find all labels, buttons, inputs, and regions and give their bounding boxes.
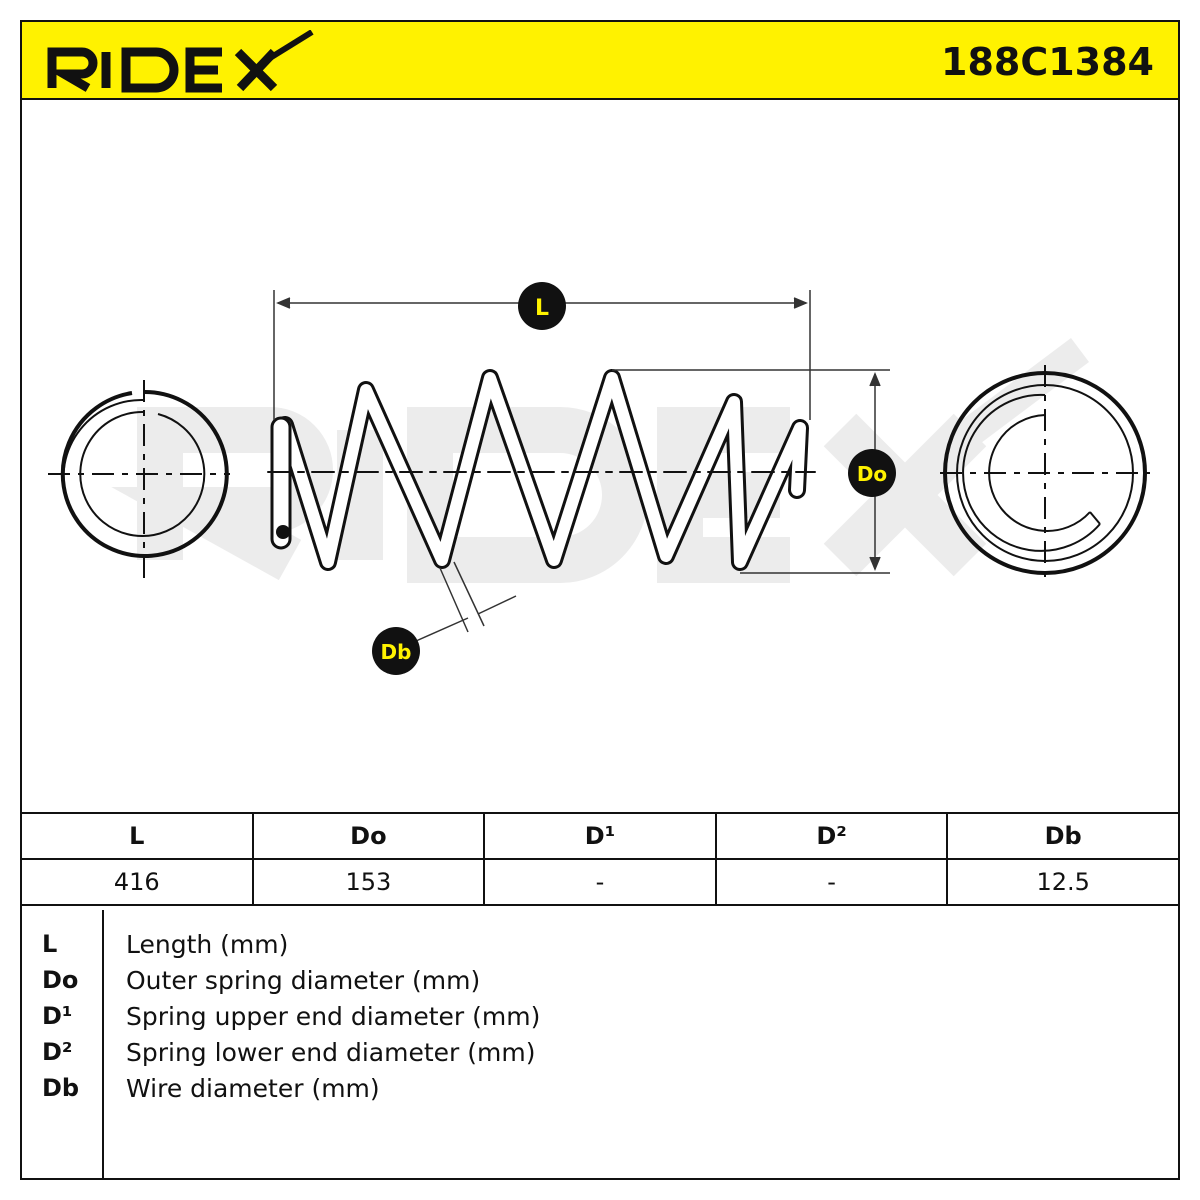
spring-drawing: L Do Db <box>48 282 1150 675</box>
left-end-view <box>48 380 230 580</box>
value-wire-diameter: 12.5 <box>946 858 1180 906</box>
wire-diameter-dimension <box>415 561 517 642</box>
header-bar: 188C1384 <box>20 20 1180 100</box>
specs-header-row: L Do D¹ D² Db <box>20 812 1180 860</box>
wire-diameter-badge: Db <box>372 627 420 675</box>
legend-item: D¹ Spring upper end diameter (mm) <box>22 1002 1122 1038</box>
legend-item: L Length (mm) <box>22 930 1122 966</box>
value-lower-end-diameter: - <box>714 858 949 906</box>
specs-table: L Do D¹ D² Db 416 153 - - 12.5 <box>20 812 1180 906</box>
legend-key: D¹ <box>42 1002 73 1030</box>
legend-item: Do Outer spring diameter (mm) <box>22 966 1122 1002</box>
legend-key: L <box>42 930 58 958</box>
part-number: 188C1384 <box>941 40 1154 84</box>
svg-text:L: L <box>535 296 549 321</box>
legend-key: D² <box>42 1038 73 1066</box>
legend-item: D² Spring lower end diameter (mm) <box>22 1038 1122 1074</box>
legend-item: Db Wire diameter (mm) <box>22 1074 1122 1110</box>
spring-coils <box>267 369 816 571</box>
legend-description: Outer spring diameter (mm) <box>126 966 481 995</box>
header-lower-end-diameter: D² <box>714 812 949 860</box>
ridex-logo <box>44 29 324 98</box>
legend-key: Db <box>42 1074 80 1102</box>
legend-box: L Length (mm) Do Outer spring diameter (… <box>20 910 1180 1180</box>
legend-divider <box>102 910 104 1178</box>
svg-text:Db: Db <box>381 640 412 664</box>
value-outer-diameter: 153 <box>251 858 486 906</box>
value-length: 416 <box>20 858 254 906</box>
legend-description: Wire diameter (mm) <box>126 1074 380 1103</box>
header-upper-end-diameter: D¹ <box>483 812 717 860</box>
length-badge: L <box>518 282 566 330</box>
outer-diameter-badge: Do <box>848 449 896 497</box>
value-upper-end-diameter: - <box>483 858 717 906</box>
right-end-view <box>940 365 1150 580</box>
header-wire-diameter: Db <box>946 812 1180 860</box>
legend-description: Length (mm) <box>126 930 289 959</box>
header-length: L <box>20 812 254 860</box>
header-outer-diameter: Do <box>251 812 486 860</box>
specs-value-row: 416 153 - - 12.5 <box>20 858 1180 906</box>
legend-description: Spring lower end diameter (mm) <box>126 1038 536 1067</box>
legend-description: Spring upper end diameter (mm) <box>126 1002 541 1031</box>
svg-text:Do: Do <box>857 462 887 486</box>
legend-key: Do <box>42 966 79 994</box>
